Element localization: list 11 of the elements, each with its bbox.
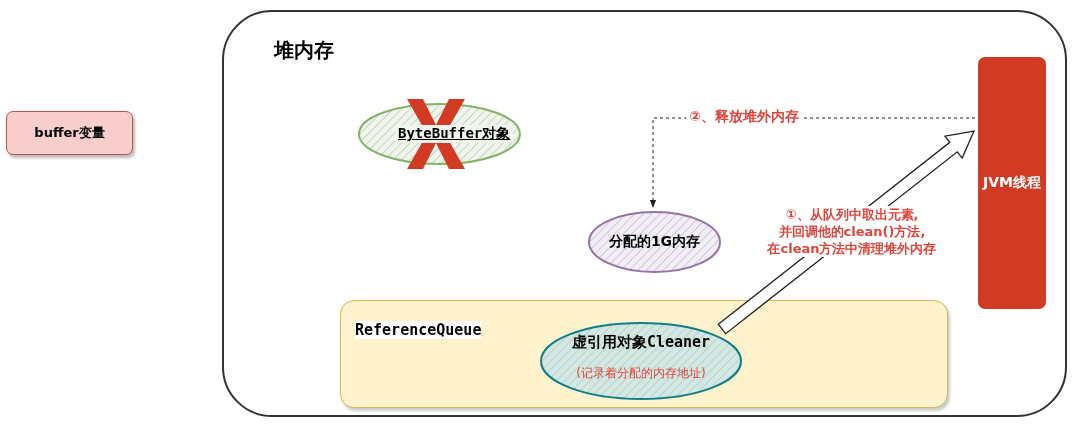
ellipse-label: 分配的1G内存 bbox=[607, 233, 702, 251]
ellipse-note: (记录着分配的内存地址) bbox=[575, 365, 707, 382]
ellipse-label: ByteBuffer对象 bbox=[395, 125, 514, 143]
thread-bar: JVM线程 bbox=[978, 57, 1046, 309]
queue-panel bbox=[340, 300, 948, 408]
edge-label: ②、释放堆外内存 bbox=[686, 108, 802, 126]
ellipse-label: 虚引用对象Cleaner bbox=[570, 333, 712, 352]
heap-frame bbox=[222, 10, 1067, 417]
queue-heading: ReferenceQueue bbox=[355, 321, 482, 339]
heap-heading: 堆内存 bbox=[274, 37, 334, 64]
variable-box: buffer变量 bbox=[6, 111, 133, 155]
